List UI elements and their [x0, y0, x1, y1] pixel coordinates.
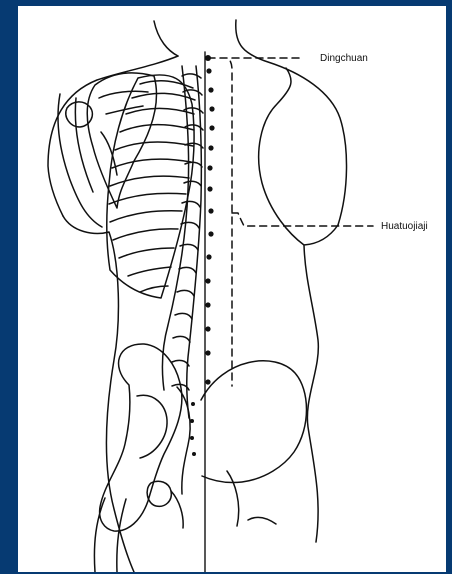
right-side-outline — [304, 225, 338, 542]
acupoint-18 — [190, 436, 194, 440]
vertebral-column-left — [162, 66, 188, 390]
acupoint-5 — [208, 145, 213, 150]
acupoint-1 — [206, 68, 211, 73]
right-back-contour — [259, 68, 304, 245]
acupoint-4 — [209, 125, 214, 130]
acupoint-3 — [209, 106, 214, 111]
acupoint-dingchuan — [205, 55, 211, 61]
rib-5 — [115, 142, 193, 150]
rib-11 — [119, 248, 174, 258]
pelvis-inner — [137, 395, 167, 458]
huatuojiaji-leader — [232, 213, 373, 226]
acupoint-2 — [208, 87, 213, 92]
acupoint-15 — [205, 379, 210, 384]
scapula-detail — [99, 91, 148, 175]
rib-6 — [112, 159, 191, 168]
acupoint-12 — [205, 302, 210, 307]
head-neck-outline-right — [236, 20, 347, 225]
left-shoulder-outline — [48, 56, 178, 216]
rib-10 — [113, 229, 178, 240]
acupoint-8 — [208, 208, 213, 213]
back-acupuncture-diagram: Dingchuan Huatuojiaji — [18, 6, 446, 572]
head-neck-outline — [154, 21, 178, 56]
acupoint-9 — [208, 231, 213, 236]
acupoint-13 — [205, 326, 210, 331]
rib-9 — [110, 211, 182, 222]
shoulder-joint — [66, 102, 93, 127]
rib-7 — [110, 176, 189, 186]
huatuojiaji-label: Huatuojiaji — [381, 221, 428, 233]
buttock-crease — [227, 471, 276, 526]
upper-arm-bone — [58, 94, 102, 227]
rib-3 — [126, 108, 194, 114]
lower-back-buttock — [201, 361, 307, 483]
scapula — [87, 73, 156, 208]
acupoint-10 — [206, 254, 211, 259]
rib-8 — [109, 193, 186, 204]
rib-12 — [128, 267, 171, 276]
acupoint-17 — [190, 419, 194, 423]
acupoint-6 — [207, 165, 212, 170]
acupoint-19 — [192, 452, 196, 456]
acupoint-16 — [191, 402, 195, 406]
dingchuan-label: Dingchuan — [320, 53, 368, 65]
back-figure-illustration — [18, 6, 446, 572]
thigh-bone — [94, 491, 183, 572]
acupoint-11 — [205, 278, 210, 283]
rib-4 — [120, 125, 194, 132]
acupoint-14 — [205, 350, 210, 355]
acupoint-7 — [207, 186, 212, 191]
